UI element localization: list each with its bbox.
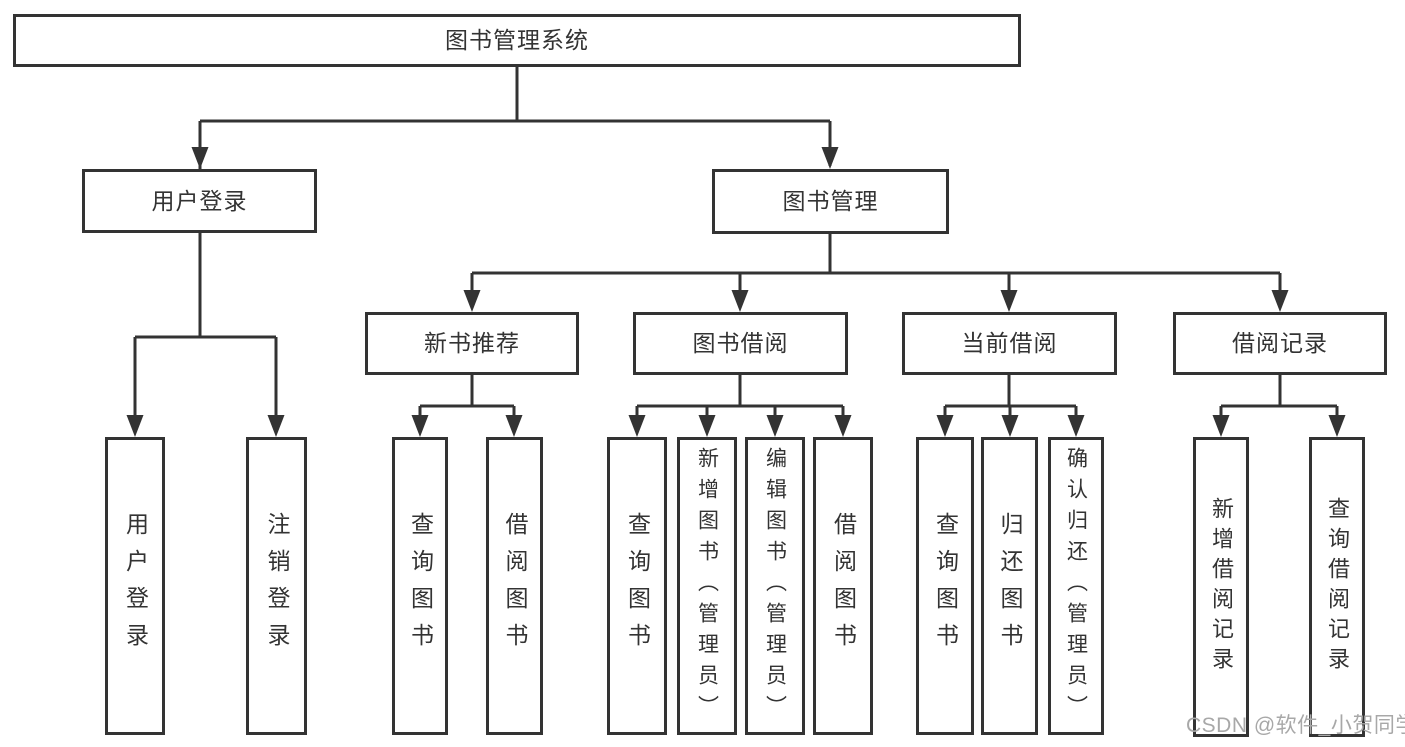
leaf-edit-book-admin: 编辑图书（管理员） bbox=[745, 437, 805, 735]
node-root-system: 图书管理系统 bbox=[13, 14, 1021, 67]
leaf-query-books-recommend: 查询图书 bbox=[392, 437, 448, 735]
node-book-management: 图书管理 bbox=[712, 169, 949, 234]
leaf-return-book-label: 归还图书 bbox=[997, 512, 1023, 660]
node-new-book-recommend-label: 新书推荐 bbox=[424, 330, 520, 356]
arrowheads bbox=[126, 147, 1346, 437]
leaf-query-borrow-record-label: 查询借阅记录 bbox=[1325, 497, 1350, 677]
node-current-borrowing-label: 当前借阅 bbox=[961, 330, 1058, 356]
leaf-query-books-borrowing: 查询图书 bbox=[607, 437, 667, 735]
leaf-user-login-label: 用户登录 bbox=[122, 512, 149, 660]
node-book-borrowing: 图书借阅 bbox=[633, 312, 848, 375]
node-new-book-recommend: 新书推荐 bbox=[365, 312, 579, 375]
leaf-query-books-borrowing-label: 查询图书 bbox=[624, 512, 651, 660]
leaf-logout-label: 注销登录 bbox=[264, 512, 290, 660]
edges bbox=[133, 67, 1339, 433]
node-user-login-label: 用户登录 bbox=[151, 187, 248, 214]
node-root-label: 图书管理系统 bbox=[445, 27, 589, 53]
leaf-add-borrow-record-label: 新增借阅记录 bbox=[1209, 497, 1234, 677]
leaf-add-borrow-record: 新增借阅记录 bbox=[1193, 437, 1249, 737]
leaf-query-borrow-record: 查询借阅记录 bbox=[1309, 437, 1365, 737]
node-borrow-records: 借阅记录 bbox=[1173, 312, 1387, 375]
node-user-login: 用户登录 bbox=[82, 169, 317, 233]
leaf-edit-book-admin-label: 编辑图书（管理员） bbox=[763, 446, 787, 726]
leaf-query-books-current-label: 查询图书 bbox=[932, 512, 959, 660]
leaf-query-books-current: 查询图书 bbox=[916, 437, 974, 735]
leaf-user-login: 用户登录 bbox=[105, 437, 165, 735]
leaf-borrow-books-recommend: 借阅图书 bbox=[486, 437, 543, 735]
node-book-borrowing-label: 图书借阅 bbox=[692, 330, 789, 356]
leaf-add-book-admin: 新增图书（管理员） bbox=[677, 437, 737, 735]
leaf-return-book: 归还图书 bbox=[981, 437, 1038, 735]
leaf-borrow-books-recommend-label: 借阅图书 bbox=[502, 512, 528, 660]
leaf-borrow-books-borrowing: 借阅图书 bbox=[813, 437, 873, 735]
node-borrow-records-label: 借阅记录 bbox=[1232, 330, 1328, 356]
csdn-watermark: CSDN @软件_小贺同学 bbox=[1186, 714, 1405, 737]
leaf-confirm-return-admin: 确认归还（管理员） bbox=[1048, 437, 1104, 735]
leaf-logout: 注销登录 bbox=[246, 437, 307, 735]
leaf-borrow-books-borrowing-label: 借阅图书 bbox=[830, 512, 857, 660]
leaf-confirm-return-admin-label: 确认归还（管理员） bbox=[1064, 446, 1088, 726]
leaf-query-books-recommend-label: 查询图书 bbox=[407, 512, 434, 660]
leaf-add-book-admin-label: 新增图书（管理员） bbox=[695, 446, 719, 726]
node-book-management-label: 图书管理 bbox=[782, 188, 879, 214]
node-current-borrowing: 当前借阅 bbox=[902, 312, 1117, 375]
